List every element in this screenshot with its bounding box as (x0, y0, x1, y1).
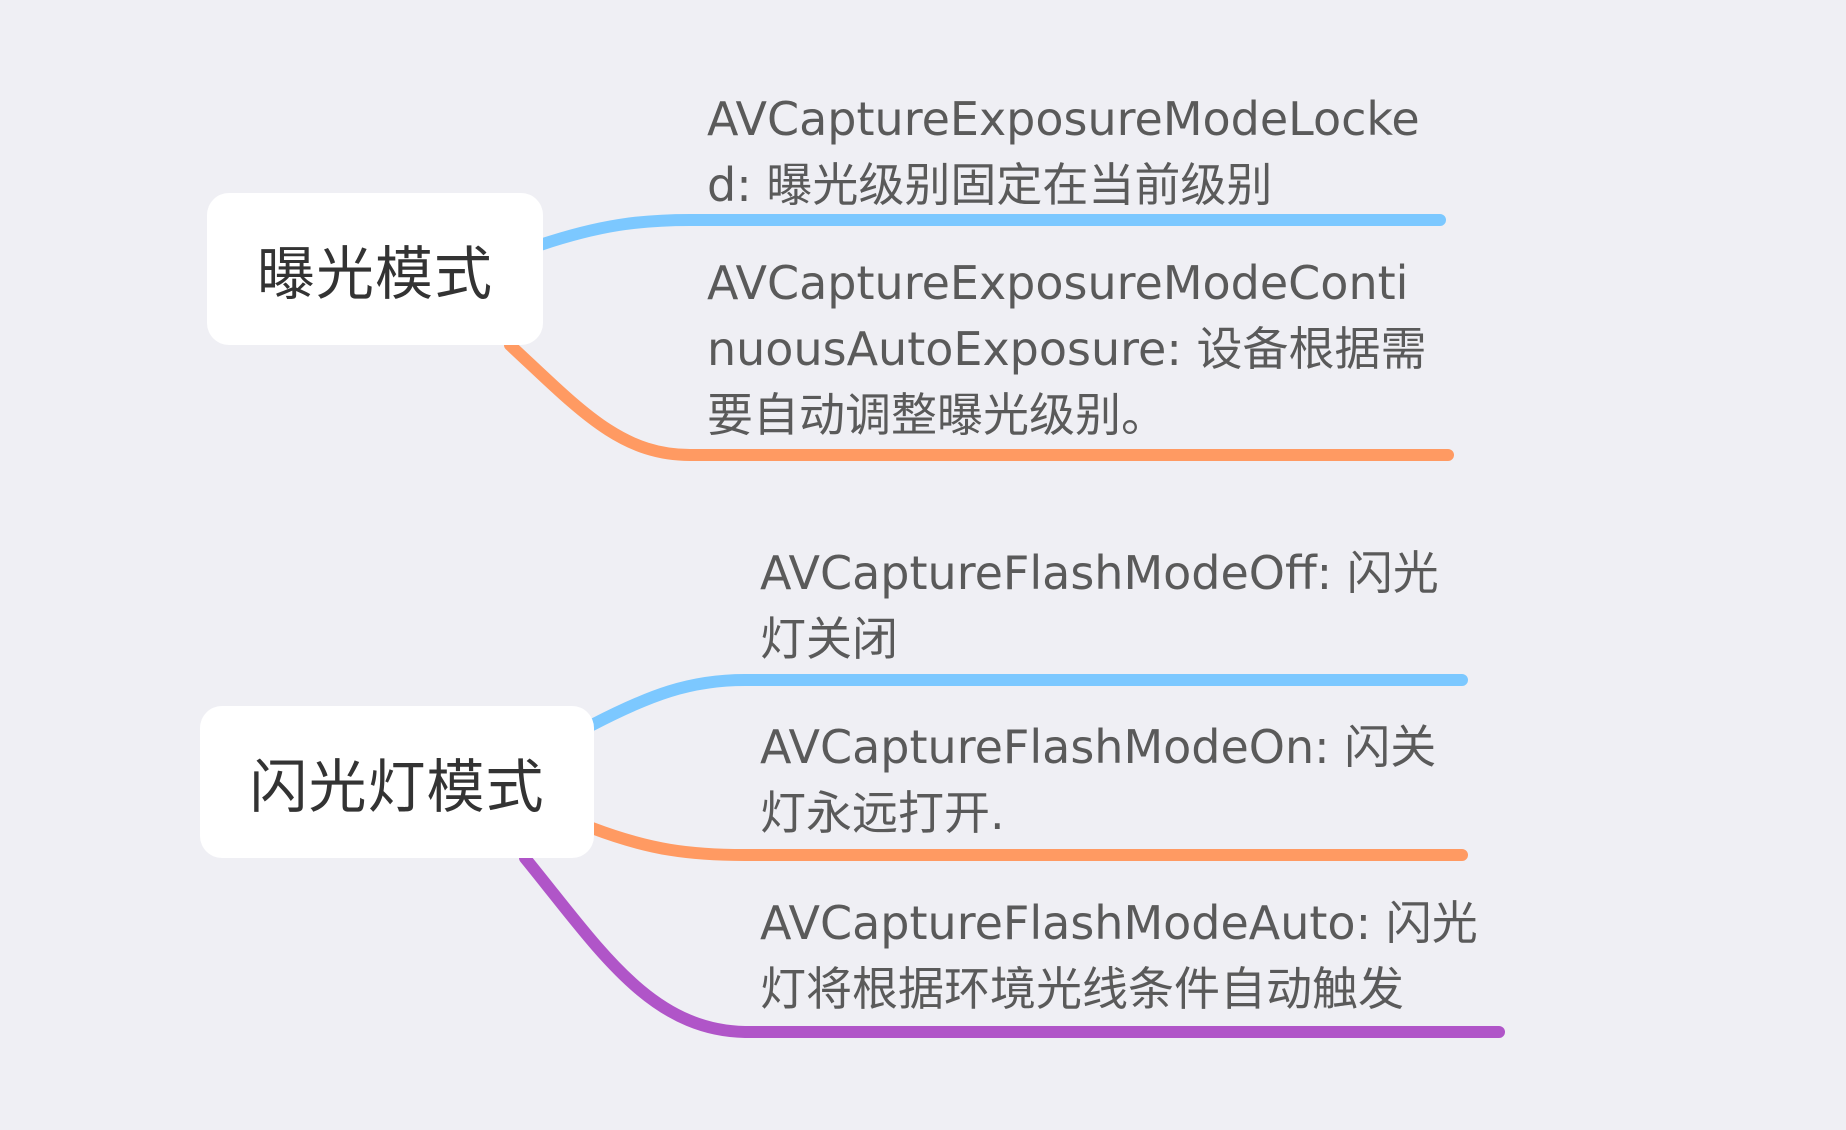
topic-flash-mode[interactable]: 闪光灯模式 (200, 706, 594, 858)
subtopic-flash-auto-text: AVCaptureFlashModeAuto: 闪光灯将根据环境光线条件自动触发 (760, 896, 1478, 1016)
subtopic-exposure-continuous[interactable]: AVCaptureExposureModeContinuousAutoExpos… (707, 250, 1437, 448)
topic-flash-mode-label: 闪光灯模式 (249, 753, 545, 821)
subtopic-flash-auto[interactable]: AVCaptureFlashModeAuto: 闪光灯将根据环境光线条件自动触发 (760, 890, 1500, 1022)
connector-flash-off (586, 674, 1468, 731)
subtopic-flash-off-text: AVCaptureFlashModeOff: 闪光灯关闭 (760, 546, 1439, 666)
subtopic-flash-on[interactable]: AVCaptureFlashModeOn: 闪关灯永远打开. (760, 714, 1460, 846)
subtopic-flash-on-text: AVCaptureFlashModeOn: 闪关灯永远打开. (760, 720, 1437, 840)
connector-exposure-continuous (504, 339, 1454, 461)
connector-flash-auto (519, 852, 1505, 1038)
subtopic-exposure-continuous-text: AVCaptureExposureModeContinuousAutoExpos… (707, 256, 1427, 442)
topic-exposure-mode-label: 曝光模式 (256, 240, 493, 308)
subtopic-flash-off[interactable]: AVCaptureFlashModeOff: 闪光灯关闭 (760, 540, 1460, 672)
topic-exposure-mode[interactable]: 曝光模式 (207, 193, 543, 345)
subtopic-exposure-locked-text: AVCaptureExposureModeLocked: 曝光级别固定在当前级别 (707, 92, 1420, 212)
connector-flash-on (586, 822, 1468, 861)
subtopic-exposure-locked[interactable]: AVCaptureExposureModeLocked: 曝光级别固定在当前级别 (707, 86, 1427, 218)
connector-exposure-locked (534, 214, 1446, 251)
